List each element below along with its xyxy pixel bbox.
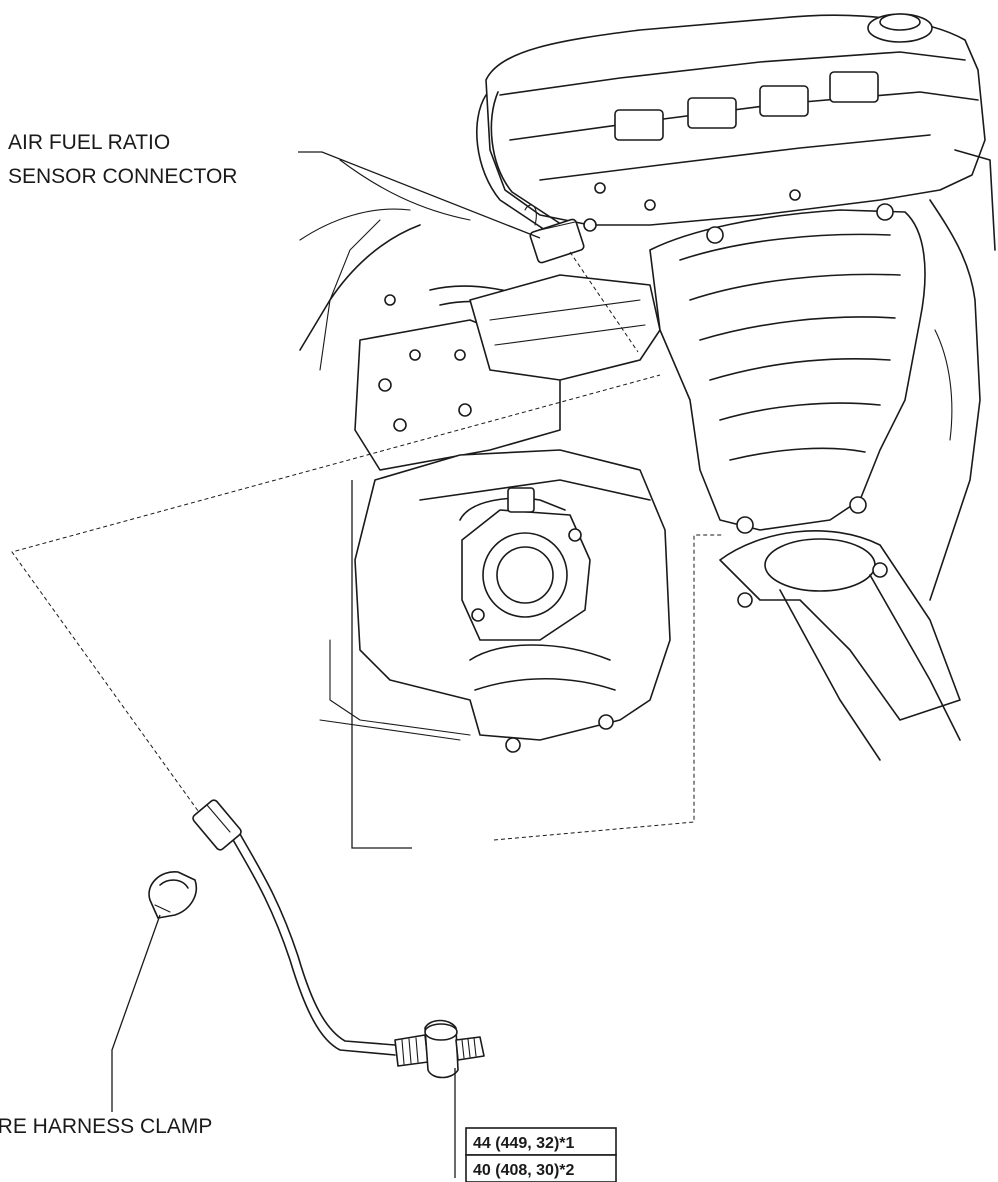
connector-leader-line (298, 151, 541, 239)
clamp-leader-line (111, 914, 161, 1112)
torque-value-2: 40 (408, 30)*2 (473, 1162, 575, 1179)
torque-box-2 (465, 1154, 617, 1182)
connector-label-line2: SENSOR CONNECTOR (8, 165, 237, 188)
dashed-relation-lines (11, 251, 722, 841)
connector-label-line1: AIR FUEL RATIO (8, 131, 170, 154)
wire-harness-clamp (148, 871, 197, 919)
torque-value-1: 44 (449, 32)*1 (473, 1135, 575, 1152)
engine-illustration (299, 13, 996, 761)
sensor-connector (192, 799, 242, 851)
clamp-label: WIRE HARNESS CLAMP (0, 1115, 212, 1138)
air-fuel-ratio-sensor (192, 799, 485, 1079)
sensor-leader-line (351, 480, 412, 849)
